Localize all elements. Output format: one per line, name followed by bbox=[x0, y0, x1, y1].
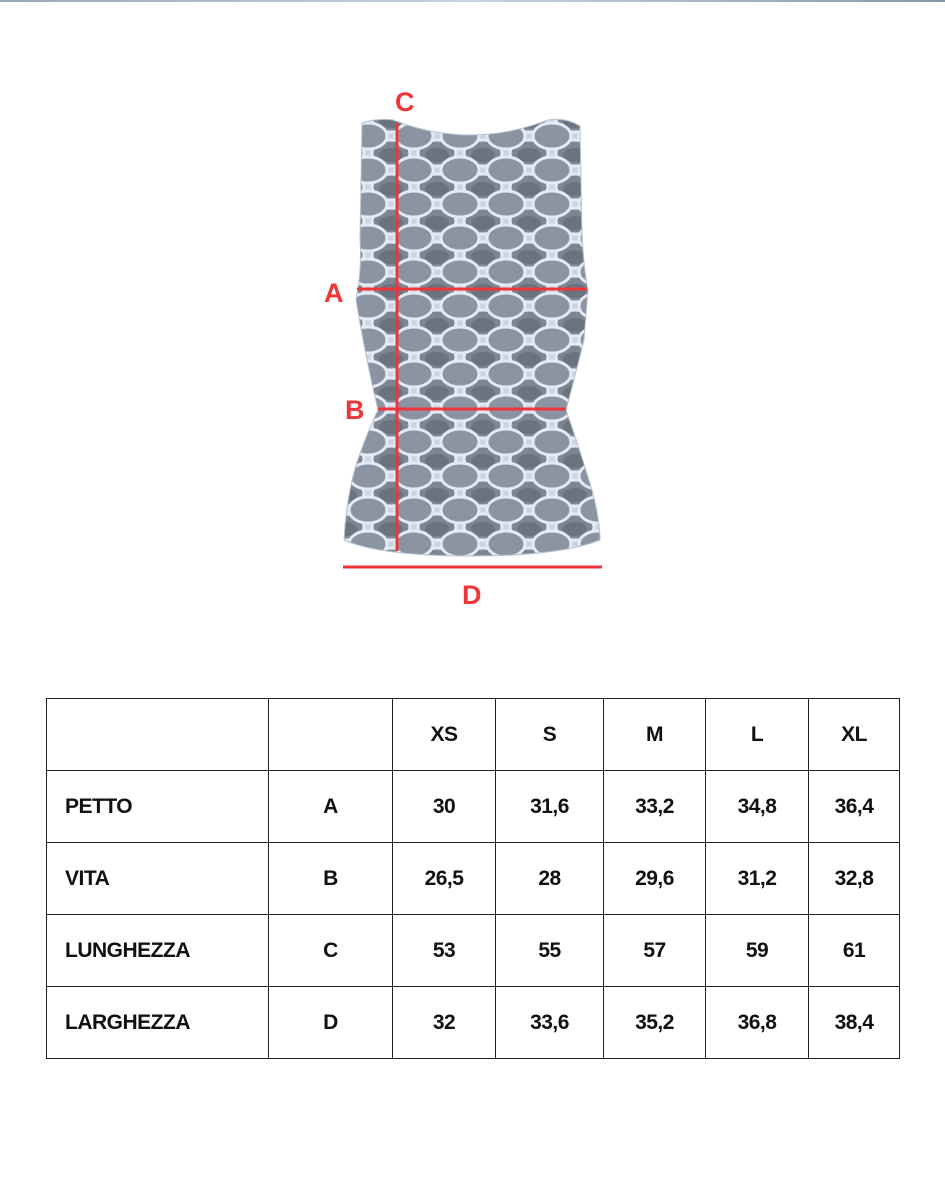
cell: 36,4 bbox=[808, 770, 900, 843]
label-a: A bbox=[324, 278, 344, 308]
table-row: LARGHEZZA D 32 33,6 35,2 36,8 38,4 bbox=[46, 986, 900, 1059]
cell: 33,6 bbox=[495, 986, 604, 1059]
cell: 31,2 bbox=[705, 842, 809, 915]
cell: 55 bbox=[495, 914, 604, 987]
cell: 35,2 bbox=[603, 986, 706, 1059]
header-m: M bbox=[603, 698, 706, 771]
garment-diagram: C A B D bbox=[324, 87, 602, 610]
row-code: A bbox=[268, 770, 393, 843]
table-row: VITA B 26,5 28 29,6 31,2 32,8 bbox=[46, 842, 900, 915]
label-c: C bbox=[395, 87, 415, 117]
label-b: B bbox=[345, 395, 365, 425]
cell: 61 bbox=[808, 914, 900, 987]
row-name: PETTO bbox=[46, 770, 269, 843]
label-d: D bbox=[462, 580, 482, 610]
row-code: C bbox=[268, 914, 393, 987]
cell: 57 bbox=[603, 914, 706, 987]
row-name: LUNGHEZZA bbox=[46, 914, 269, 987]
header-cell bbox=[268, 698, 393, 771]
header-l: L bbox=[705, 698, 809, 771]
cell: 29,6 bbox=[603, 842, 706, 915]
cell: 26,5 bbox=[392, 842, 496, 915]
tank-top-illustration bbox=[343, 118, 602, 569]
header-cell bbox=[46, 698, 269, 771]
cell: 30 bbox=[392, 770, 496, 843]
table-row: PETTO A 30 31,6 33,2 34,8 36,4 bbox=[46, 770, 900, 843]
table-row: LUNGHEZZA C 53 55 57 59 61 bbox=[46, 914, 900, 987]
cell: 36,8 bbox=[705, 986, 809, 1059]
tank-top-shape bbox=[343, 118, 601, 557]
row-name: VITA bbox=[46, 842, 269, 915]
top-border bbox=[0, 0, 945, 2]
cell: 32,8 bbox=[808, 842, 900, 915]
cell: 38,4 bbox=[808, 986, 900, 1059]
cell: 33,2 bbox=[603, 770, 706, 843]
row-code: D bbox=[268, 986, 393, 1059]
row-name: LARGHEZZA bbox=[46, 986, 269, 1059]
header-xs: XS bbox=[392, 698, 496, 771]
header-s: S bbox=[495, 698, 604, 771]
cell: 34,8 bbox=[705, 770, 809, 843]
row-code: B bbox=[268, 842, 393, 915]
cell: 31,6 bbox=[495, 770, 604, 843]
cell: 28 bbox=[495, 842, 604, 915]
size-table: XS S M L XL PETTO A 30 31,6 33,2 34,8 36… bbox=[46, 698, 900, 1059]
header-xl: XL bbox=[808, 698, 900, 771]
cell: 59 bbox=[705, 914, 809, 987]
table-header-row: XS S M L XL bbox=[46, 698, 900, 771]
cell: 32 bbox=[392, 986, 496, 1059]
cell: 53 bbox=[392, 914, 496, 987]
